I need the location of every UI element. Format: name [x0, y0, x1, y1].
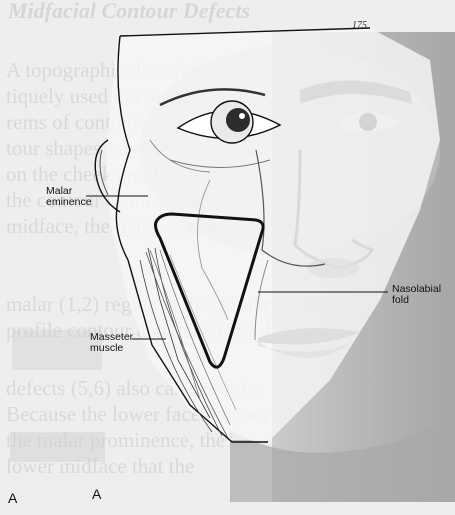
panel-label-inner: A: [92, 486, 101, 502]
label-malar-eminence: Malar eminence: [46, 186, 92, 208]
panel-label-outer: A: [8, 490, 17, 506]
label-nasolabial-fold: Nasolabial fold: [392, 284, 441, 306]
page-marker: 175: [352, 20, 367, 31]
label-masseter-muscle: Masseter muscle: [90, 332, 133, 354]
